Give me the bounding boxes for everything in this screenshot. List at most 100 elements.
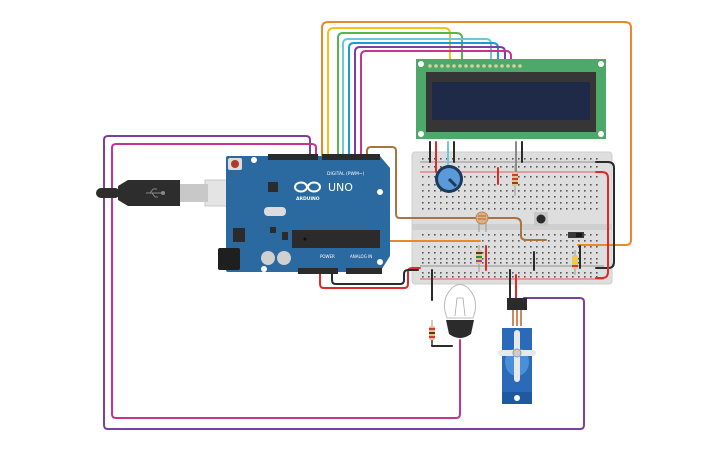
breadboard-hole <box>578 246 580 248</box>
light-bulb[interactable] <box>443 284 477 339</box>
breadboard-hole <box>494 272 496 274</box>
lcd-pin <box>428 64 432 68</box>
breadboard-hole <box>590 240 592 242</box>
breadboard-hole <box>494 258 496 260</box>
breadboard-hole <box>506 234 508 236</box>
breadboard-hole <box>494 262 496 264</box>
breadboard-hole <box>590 176 592 178</box>
breadboard-hole <box>518 252 520 254</box>
breadboard-hole <box>464 184 466 186</box>
breadboard-hole <box>506 196 508 198</box>
micro-servo[interactable] <box>498 298 536 404</box>
breadboard-hole <box>572 202 574 204</box>
breadboard-hole <box>428 234 430 236</box>
breadboard-hole <box>524 252 526 254</box>
photoresistor[interactable] <box>475 211 489 232</box>
breadboard-hole <box>536 276 538 278</box>
breadboard-hole <box>482 208 484 210</box>
breadboard-hole <box>464 234 466 236</box>
breadboard-hole <box>584 246 586 248</box>
reset-button[interactable] <box>231 160 239 168</box>
potentiometer[interactable] <box>435 165 463 193</box>
breadboard-hole <box>584 176 586 178</box>
breadboard-hole <box>560 252 562 254</box>
breadboard-hole <box>530 258 532 260</box>
breadboard-hole <box>458 202 460 204</box>
switch-slider[interactable] <box>576 233 582 237</box>
breadboard-hole <box>572 276 574 278</box>
breadboard-hole <box>578 196 580 198</box>
breadboard-hole <box>584 240 586 242</box>
breadboard-hole <box>512 234 514 236</box>
breadboard-hole <box>434 166 436 168</box>
breadboard-hole <box>542 272 544 274</box>
breadboard-hole <box>578 258 580 260</box>
breadboard-hole <box>512 158 514 160</box>
breadboard-hole <box>458 208 460 210</box>
resistor-3 <box>572 250 578 275</box>
breadboard-hole <box>464 166 466 168</box>
wire-magenta-loop <box>111 143 461 419</box>
breadboard-hole <box>476 272 478 274</box>
breadboard-hole <box>470 190 472 192</box>
breadboard-hole <box>524 272 526 274</box>
lcd-16x2[interactable] <box>416 59 606 139</box>
breadboard-hole <box>428 184 430 186</box>
breadboard-hole <box>566 262 568 264</box>
breadboard-hole <box>536 246 538 248</box>
breadboard-hole <box>422 272 424 274</box>
breadboard-hole <box>566 158 568 160</box>
breadboard-hole <box>464 276 466 278</box>
breadboard-hole <box>482 184 484 186</box>
breadboard-hole <box>434 234 436 236</box>
breadboard-hole <box>554 190 556 192</box>
wire-purple-loop <box>103 135 585 430</box>
breadboard-hole <box>434 272 436 274</box>
analog-label: ANALOG IN <box>350 254 372 259</box>
breadboard-hole <box>584 208 586 210</box>
knob-indicator[interactable] <box>447 177 458 188</box>
breadboard-hole <box>506 184 508 186</box>
breadboard-hole <box>518 196 520 198</box>
breadboard-hole <box>470 208 472 210</box>
pushbutton[interactable] <box>534 212 548 226</box>
breadboard-hole <box>494 208 496 210</box>
breadboard-hole <box>440 208 442 210</box>
breadboard-hole <box>524 158 526 160</box>
breadboard-hole <box>590 196 592 198</box>
breadboard-hole <box>446 196 448 198</box>
breadboard-hole <box>596 234 598 236</box>
breadboard-hole <box>554 166 556 168</box>
microcontroller-chip <box>292 230 380 248</box>
breadboard-hole <box>530 234 532 236</box>
breadboard-hole <box>530 208 532 210</box>
breadboard-hole <box>536 158 538 160</box>
breadboard-hole <box>554 234 556 236</box>
slide-switch[interactable] <box>568 232 584 238</box>
breadboard-hole <box>422 234 424 236</box>
breadboard-hole <box>590 272 592 274</box>
breadboard-hole <box>554 202 556 204</box>
breadboard-hole <box>590 262 592 264</box>
breadboard-hole <box>566 184 568 186</box>
wire-lightblue-lcd <box>342 38 492 156</box>
breadboard-hole <box>488 202 490 204</box>
breadboard-hole <box>470 196 472 198</box>
breadboard-hole <box>572 196 574 198</box>
usb-cable[interactable] <box>96 179 236 207</box>
breadboard-hole <box>470 176 472 178</box>
breadboard-hole <box>590 252 592 254</box>
breadboard-hole <box>560 234 562 236</box>
breadboard-hole <box>542 202 544 204</box>
breadboard-hole <box>494 240 496 242</box>
breadboard-hole <box>554 246 556 248</box>
breadboard-hole <box>476 234 478 236</box>
breadboard-hole <box>446 252 448 254</box>
breadboard-hole <box>440 158 442 160</box>
wire-black-gnd <box>331 269 419 285</box>
arduino-uno[interactable]: DIGITAL (PWM~) ARDUINO UNO POWER ANALOG … <box>218 154 390 274</box>
breadboard-hole <box>458 276 460 278</box>
breadboard-hole <box>560 158 562 160</box>
power-jack[interactable] <box>218 248 240 270</box>
